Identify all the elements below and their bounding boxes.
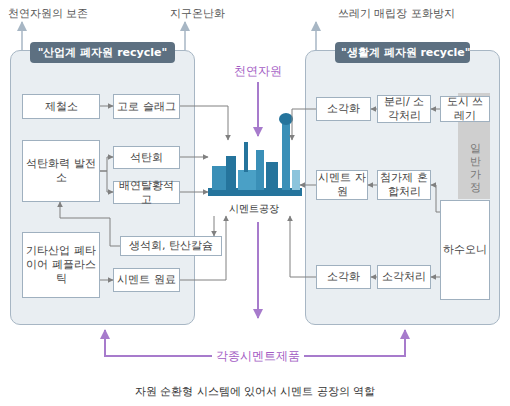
annotation-label: 천연자원 (234, 63, 282, 80)
process-box: 첨가제 혼합처리 (377, 170, 431, 200)
benefit-arrow (184, 22, 186, 50)
node-text: 도시 쓰레기 (442, 95, 488, 123)
node-text: 제철소 (45, 100, 78, 114)
flow-connector (290, 216, 316, 277)
node-text: 석탄화력 발전소 (24, 157, 98, 185)
flow-connector (431, 185, 440, 212)
benefit-arrow (21, 22, 23, 50)
flow-connector (292, 109, 316, 140)
process-box: 분리/ 소각처리 (377, 95, 431, 123)
annotation-label: 각종시멘트제품 (212, 348, 304, 365)
flow-connector (431, 109, 440, 110)
process-box: 생석회, 탄산칼슘 (120, 236, 222, 256)
factory-building (212, 166, 226, 190)
factory-building (226, 156, 236, 190)
process-box: 시멘트 자원 (316, 170, 368, 200)
annotation-label: 쓰레기 매립장 포화방지 (338, 6, 455, 21)
cement-factory: 시멘트공장 (208, 140, 300, 216)
process-box: 하수오니 (440, 200, 490, 300)
process-box: 소각화 (316, 97, 371, 121)
source-group: "산업계 폐자원 recycle"제철소고로 슬래그석탄화력 발전소석탄회배연탈… (10, 50, 195, 325)
node-text: 첨가제 혼합처리 (379, 171, 429, 199)
node-text: 석탄회 (130, 151, 163, 165)
flow-connector (100, 280, 113, 281)
source-group: "생활계 폐자원 recycle"소각화분리/ 소각처리일반가정도시 쓰레기시멘… (305, 50, 500, 325)
flow-connector (180, 216, 226, 280)
process-box: 석탄화력 발전소 (22, 140, 100, 202)
group-header: "산업계 폐자원 recycle" (30, 42, 175, 63)
node-text: 생석회, 탄산칼슘 (129, 239, 213, 253)
node-text: 일반가정 (467, 135, 482, 187)
flow-connector (180, 192, 208, 193)
factory-building (256, 150, 264, 190)
flow-connector (100, 171, 113, 192)
node-text: 하수오니 (443, 243, 487, 257)
flow-connector (100, 106, 113, 107)
flow-connector (431, 277, 440, 278)
benefit-arrow (315, 22, 317, 50)
flow-connector (180, 157, 208, 158)
flow-connector (180, 106, 228, 140)
annotation-label: 천연자원의 보존 (8, 6, 89, 21)
factory-building (266, 162, 278, 190)
node-text: 시멘트 원료 (117, 273, 176, 287)
process-box: 제철소 (22, 94, 100, 119)
group-header: "생활계 폐자원 recycle" (335, 42, 470, 63)
process-box: 기타산업 폐타이어 폐플라스틱 (22, 232, 100, 298)
process-box: 도시 쓰레기 (440, 96, 490, 122)
flow-connector (300, 185, 316, 186)
node-text: 고로 슬래그 (117, 100, 176, 114)
node-text: 분리/ 소각처리 (379, 95, 429, 123)
flow-connector (371, 277, 377, 278)
process-box: 배연탈황석고 (113, 181, 180, 204)
annotation-label: 지구온난화 (170, 6, 225, 21)
node-text: 배연탈황석고 (115, 179, 178, 207)
process-box: 석탄회 (113, 146, 180, 169)
resource-arrow (257, 82, 259, 136)
figure-caption: 자원 순환형 시스템에 있어서 시멘트 공장의 역할 (135, 384, 376, 399)
flow-connector (371, 109, 377, 110)
factory-tank (292, 170, 300, 190)
node-text: 시멘트 자원 (318, 171, 366, 199)
process-box: 소각화 (316, 265, 371, 289)
product-arrow (257, 222, 259, 318)
process-box: 소각처리 (377, 265, 431, 289)
flow-connector (368, 185, 377, 186)
flow-connector (214, 216, 215, 236)
flow-connector (60, 202, 120, 246)
node-text: 소각화 (327, 270, 360, 284)
node-text: 소각처리 (382, 270, 426, 284)
factory-chimney (244, 142, 248, 172)
node-text: 소각화 (327, 102, 360, 116)
factory-tower-cap (279, 113, 293, 125)
factory-illustration (208, 113, 302, 196)
node-text: 시멘트공장 (229, 202, 279, 216)
process-box: 시멘트 원료 (113, 268, 180, 292)
flow-connector (100, 157, 113, 171)
node-text: 기타산업 폐타이어 폐플라스틱 (24, 244, 98, 285)
process-box: 고로 슬래그 (113, 94, 180, 119)
factory-tower (282, 124, 290, 190)
factory-building (238, 170, 256, 190)
